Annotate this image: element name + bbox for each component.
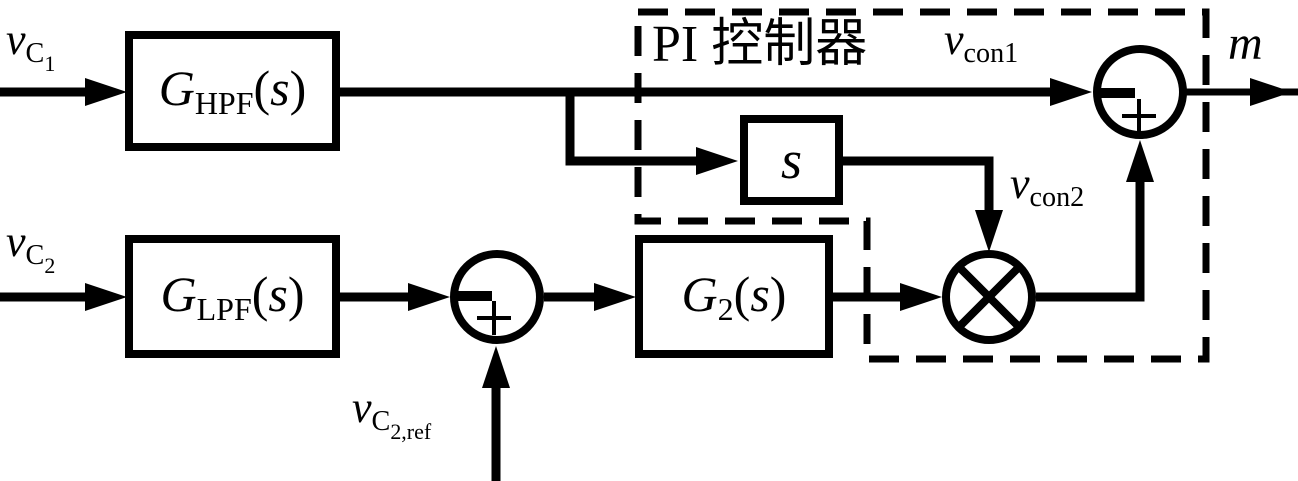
multiply-cross-icon	[955, 263, 1023, 331]
paren-close: )	[289, 60, 307, 117]
glpf-arg: s	[268, 265, 288, 322]
vc2-sub: C	[25, 239, 45, 271]
block-glpf: GLPF(s)	[125, 235, 340, 358]
block-ghpf: GHPF(s)	[125, 31, 340, 151]
label-vc2: vC2	[6, 220, 55, 277]
vcon2-sub: con2	[1029, 181, 1085, 213]
wire-multiplier-to-sum	[1036, 182, 1145, 302]
label-vcon2: vcon2	[1010, 162, 1084, 212]
vc2ref-subsub: 2,ref	[390, 419, 432, 445]
pi-controller-boundary	[634, 8, 1210, 363]
arrowhead-into-g2	[594, 283, 636, 311]
g2-sub: 2	[717, 290, 734, 327]
ghpf-arg: s	[270, 60, 290, 117]
ghpf-sub: HPF	[194, 84, 254, 121]
block-g2: G2(s)	[635, 235, 833, 358]
arrowhead-into-glpf	[85, 283, 127, 311]
g2-base: G	[681, 265, 718, 322]
s-block-label: s	[780, 130, 802, 190]
vcon1-base: v	[944, 15, 964, 64]
block-s: s	[740, 115, 843, 205]
arrowhead-into-sum-output	[1050, 78, 1092, 106]
paren-open: (	[733, 265, 751, 322]
wire-s-block-to-multiplier	[843, 156, 994, 214]
vc2-subsub: 2	[44, 253, 56, 279]
arrowhead-into-sum-vc2	[408, 283, 450, 311]
label-m: m	[1228, 20, 1263, 68]
arrowhead-into-ghpf	[85, 78, 127, 106]
label-vc2ref: vC2,ref	[352, 386, 431, 443]
g2-arg: s	[750, 265, 770, 322]
vcon1-sub: con1	[963, 37, 1019, 69]
label-vc1: vC1	[6, 18, 55, 75]
glpf-sub: LPF	[196, 290, 252, 327]
paren-close: )	[287, 265, 305, 322]
ghpf-base: G	[158, 60, 195, 117]
vc2ref-base: v	[352, 383, 372, 432]
paren-open: (	[253, 60, 271, 117]
vc1-sub: C	[25, 37, 45, 69]
vc1-subsub: 1	[44, 51, 56, 77]
vcon2-base: v	[1010, 159, 1030, 208]
summing-junction-vc2	[450, 250, 544, 344]
arrowhead-m-output	[1250, 78, 1292, 106]
wire-branch-to-s-block	[565, 92, 702, 166]
arrowhead-into-s-block	[696, 147, 738, 175]
label-vcon1: vcon1	[944, 18, 1018, 68]
summing-junction-output	[1093, 45, 1187, 139]
vc2ref-sub: C	[371, 405, 391, 437]
paren-close: )	[769, 265, 787, 322]
arrowhead-into-multiplier-left	[900, 283, 942, 311]
pi-controller-label: PI 控制器	[652, 16, 868, 73]
m-base: m	[1228, 17, 1263, 70]
paren-open: (	[251, 265, 269, 322]
vc1-base: v	[6, 15, 26, 64]
arrowhead-into-multiplier-top	[975, 210, 1003, 252]
arrowhead-into-sum-vc2-bottom	[482, 346, 510, 388]
glpf-base: G	[160, 265, 197, 322]
arrowhead-into-sum-bottom	[1126, 140, 1154, 182]
vc2-base: v	[6, 217, 26, 266]
